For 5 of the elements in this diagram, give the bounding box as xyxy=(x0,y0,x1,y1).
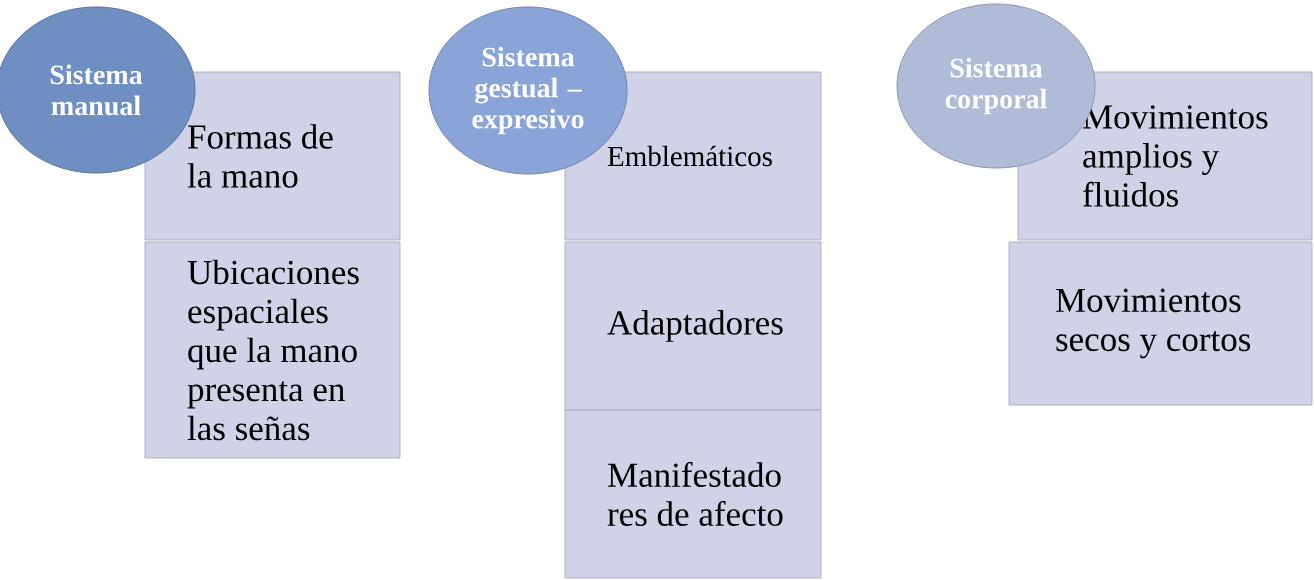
text-box: Ubicaciones espaciales que la mano presenta en las señas xyxy=(144,241,401,459)
text-box: Manifestado res de afecto xyxy=(564,409,822,579)
text-box: Movimientos secos y cortos xyxy=(1008,241,1313,406)
text-box: Formas de la mano xyxy=(144,71,401,241)
text-box: Adaptadores xyxy=(564,241,822,411)
